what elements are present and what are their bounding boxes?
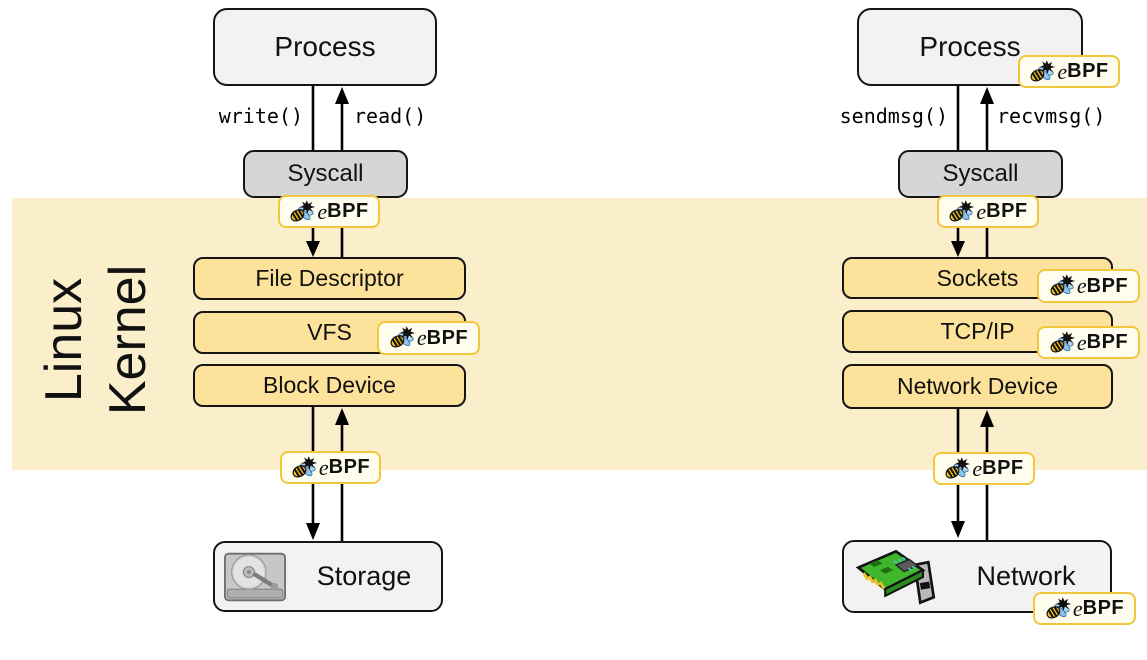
ebpf-e: e	[317, 198, 328, 224]
network-card-icon	[850, 546, 942, 608]
ebpf-bee-icon	[1045, 597, 1072, 621]
layer-file-descriptor: File Descriptor	[193, 257, 466, 300]
read-call-label: read()	[354, 104, 427, 128]
ebpf-e: e	[1076, 329, 1087, 355]
ebpf-bee-icon	[944, 457, 971, 481]
process-box-right: Process	[857, 8, 1083, 86]
ebpf-e: e	[416, 325, 427, 350]
ebpf-bpf: BPF	[426, 326, 469, 349]
layer-label: Block Device	[263, 372, 396, 398]
syscall-box-left: Syscall	[243, 150, 408, 198]
ebpf-bpf: BPF	[1086, 331, 1129, 353]
syscall-label-right: Syscall	[942, 160, 1019, 187]
layer-block-device: Block Device	[193, 364, 466, 407]
write-call-label: write()	[218, 104, 303, 128]
layer-label: Sockets	[936, 264, 1019, 291]
layer-label: TCP/IP	[940, 318, 1015, 344]
ebpf-bpf: BPF	[1082, 597, 1125, 619]
hard-disk-icon	[223, 550, 287, 604]
ebpf-e: e	[972, 455, 983, 481]
ebpf-bee-icon	[1049, 331, 1076, 355]
ebpf-bee-icon	[948, 200, 975, 224]
ebpf-e: e	[1057, 58, 1068, 84]
storage-label: Storage	[316, 561, 412, 591]
storage-box: Storage	[213, 541, 443, 612]
ebpf-e: e	[976, 198, 987, 224]
sendmsg-call-label: sendmsg()	[839, 104, 948, 128]
ebpf-bpf: BPF	[986, 200, 1028, 222]
process-box-left: Process	[213, 8, 437, 86]
layer-network-device: Network Device	[842, 364, 1113, 409]
ebpf-e: e	[318, 454, 329, 480]
layer-label: VFS	[307, 319, 352, 345]
recvmsg-call-label: recvmsg()	[997, 104, 1106, 128]
ebpf-e: e	[1076, 273, 1087, 298]
ebpf-bpf: BPF	[1086, 274, 1129, 297]
syscall-box-right: Syscall	[898, 150, 1063, 198]
layer-label: Network Device	[896, 373, 1059, 399]
process-label-left: Process	[274, 31, 376, 62]
ebpf-bpf: BPF	[982, 457, 1024, 479]
ebpf-bpf: BPF	[1067, 60, 1109, 82]
network-label: Network	[976, 561, 1076, 591]
ebpf-bpf: BPF	[328, 456, 371, 478]
ebpf-bpf: BPF	[327, 200, 369, 222]
ebpf-bee-icon	[1029, 60, 1056, 84]
ebpf-bee-icon	[1049, 274, 1076, 298]
ebpf-e: e	[1072, 595, 1083, 621]
ebpf-bee-icon	[291, 456, 318, 480]
process-label-right: Process	[919, 31, 1021, 62]
syscall-label-left: Syscall	[287, 160, 364, 187]
ebpf-bee-icon	[389, 326, 416, 350]
ebpf-bee-icon	[289, 200, 316, 224]
layer-label: File Descriptor	[255, 265, 404, 291]
